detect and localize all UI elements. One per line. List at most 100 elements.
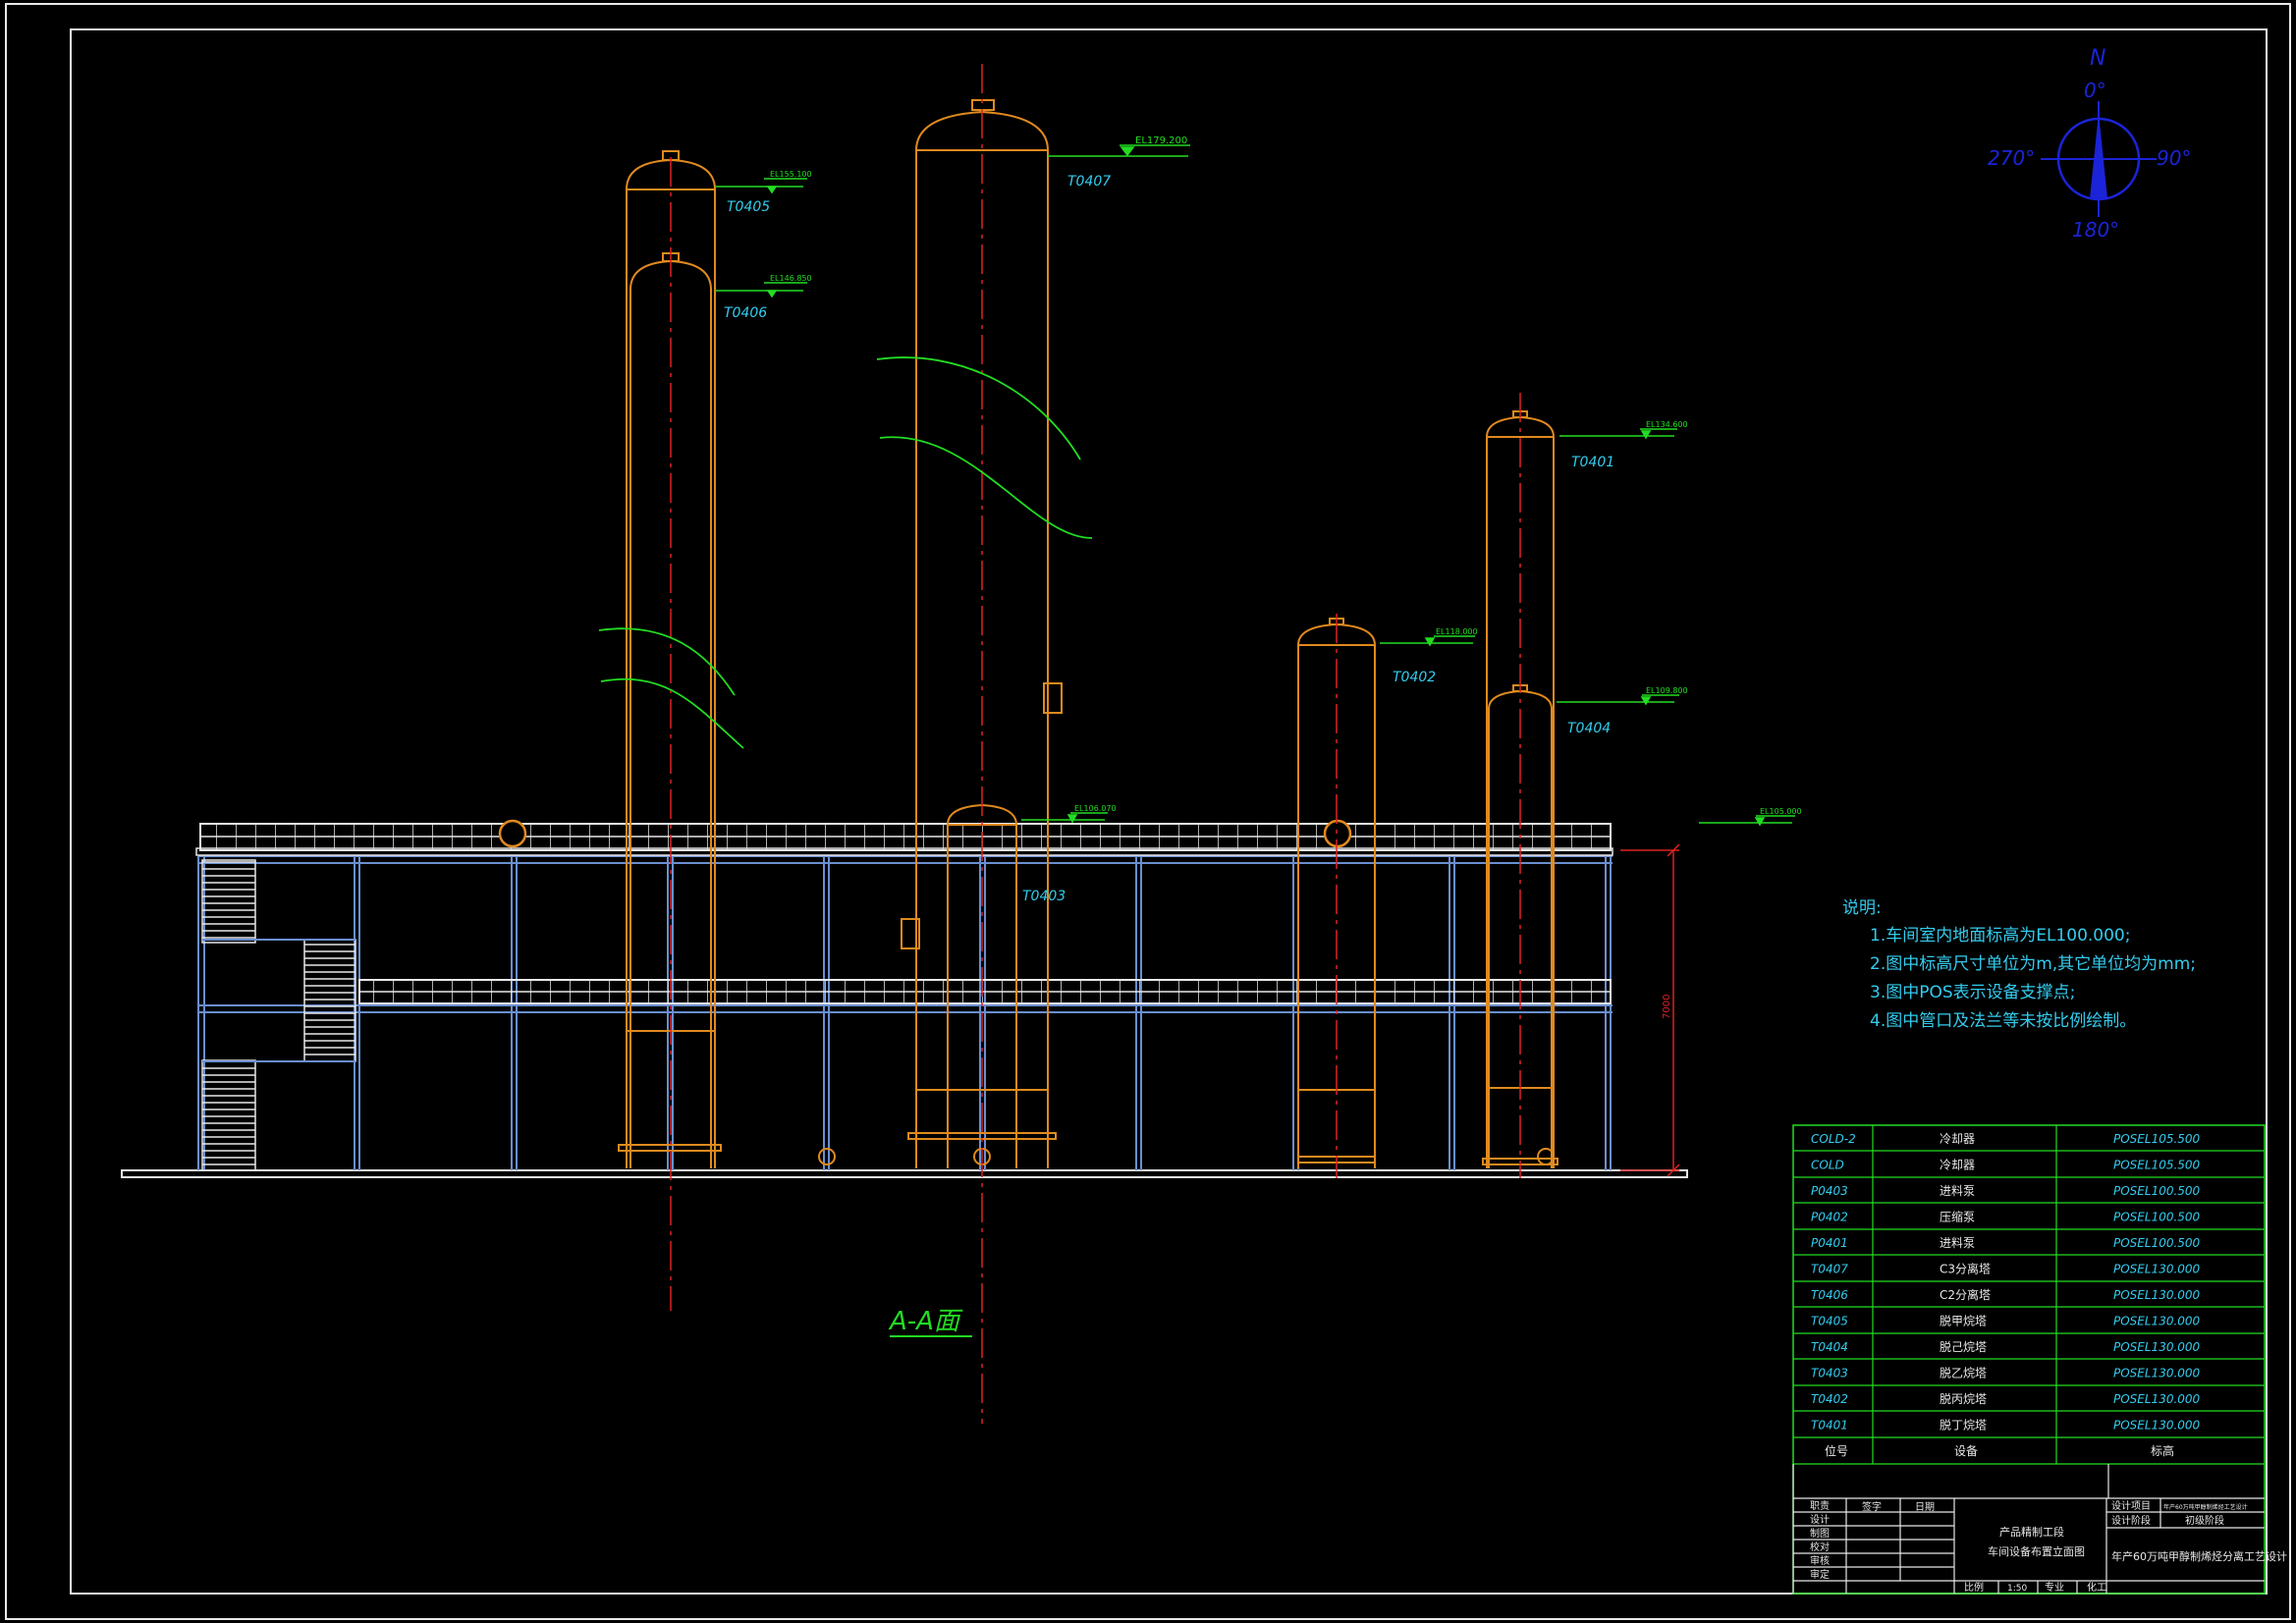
project-label: 设计项目	[2111, 1499, 2151, 1512]
eq-row-name: 脱丙烷塔	[1940, 1391, 1987, 1406]
scale-value: 1:50	[2007, 1584, 2027, 1594]
table-header-pos: 标高	[2151, 1443, 2174, 1458]
eq-row-pos: POSEL105.500	[2113, 1159, 2201, 1172]
note-4: 4.图中管口及法兰等未按比例绘制。	[1870, 1011, 2136, 1031]
ground-slab	[121, 1169, 1688, 1178]
el-t0405: EL155.100	[770, 170, 812, 179]
eq-row-pos: POSEL105.500	[2113, 1132, 2201, 1146]
tag-t0401: T0401	[1571, 455, 1614, 470]
eq-row-pos: POSEL130.000	[2113, 1315, 2201, 1328]
eq-row-name: 冷却器	[1940, 1132, 1975, 1146]
eq-row-name: C3分离塔	[1940, 1262, 1991, 1276]
inner-border	[70, 28, 2268, 1595]
tag-t0404: T0404	[1567, 721, 1611, 736]
project-title: 年产60万吨甲醇制烯烃分离工艺设计	[2111, 1549, 2287, 1563]
sign-header: 签字	[1862, 1500, 1882, 1513]
elevation-markers	[715, 144, 1795, 827]
tag-t0403: T0403	[1022, 889, 1066, 904]
project-value: 年产60万吨甲醇制烯烃工艺设计	[2163, 1503, 2248, 1511]
el-t0402: EL118.000	[1436, 627, 1478, 636]
eq-row-tag: T0402	[1811, 1392, 1848, 1406]
el-t0407: EL179.200	[1135, 135, 1187, 146]
eq-row-pos: POSEL130.000	[2113, 1392, 2201, 1406]
major-value: 化工	[2087, 1581, 2106, 1594]
eq-row-pos: POSEL130.000	[2113, 1367, 2201, 1380]
compass-180: 180°	[2072, 218, 2119, 242]
eq-row-pos: POSEL130.000	[2113, 1340, 2201, 1354]
title-block-role: 审定	[1810, 1568, 1830, 1581]
elevation-labels: EL155.100 EL146.850 EL179.200 EL134.600 …	[770, 135, 1802, 816]
scale-label: 比例	[1964, 1581, 1984, 1594]
note-1: 1.车间室内地面标高为EL100.000;	[1870, 926, 2130, 946]
title-block-role: 设计	[1810, 1513, 1830, 1526]
eq-row-name: 压缩泵	[1940, 1210, 1975, 1224]
eq-row-pos: POSEL100.500	[2113, 1184, 2201, 1198]
stage-label: 设计阶段	[2111, 1514, 2151, 1527]
compass-0: 0°	[2084, 79, 2106, 102]
table-header-name: 设备	[1954, 1444, 1978, 1458]
eq-row-name: 脱丁烷塔	[1940, 1418, 1987, 1433]
eq-row-pos: POSEL100.500	[2113, 1211, 2201, 1224]
eq-row-pos: POSEL130.000	[2113, 1288, 2201, 1302]
eq-row-tag: T0403	[1811, 1367, 1848, 1380]
tag-t0402: T0402	[1393, 670, 1436, 685]
title-block-role: 制图	[1810, 1527, 1830, 1540]
title-block-role: 校对	[1810, 1541, 1830, 1553]
drawing-name-1: 产品精制工段	[1999, 1525, 2064, 1539]
eq-row-pos: POSEL130.000	[2113, 1419, 2201, 1433]
el-t0401: EL134.600	[1646, 420, 1688, 429]
eq-row-name: 脱乙烷塔	[1940, 1366, 1987, 1380]
table-header-tag: 位号	[1825, 1443, 1848, 1458]
pump-p0401	[818, 1148, 836, 1165]
tag-t0406: T0406	[724, 305, 767, 321]
el-t0403: EL106.070	[1074, 804, 1117, 813]
eq-row-name: 脱己烷塔	[1940, 1339, 1987, 1354]
eq-row-name: C2分离塔	[1940, 1287, 1991, 1302]
compass-north: N	[2090, 46, 2105, 71]
eq-row-pos: POSEL100.500	[2113, 1236, 2201, 1250]
mid-railing	[358, 979, 1612, 1004]
break-lines	[598, 356, 1093, 749]
el-floor: EL105.000	[1760, 807, 1802, 816]
drawing-name-2: 车间设备布置立面图	[1988, 1544, 2085, 1558]
eq-row-tag: T0404	[1811, 1340, 1848, 1354]
manhole-left	[498, 819, 527, 848]
eq-row-tag: T0401	[1811, 1419, 1848, 1433]
notes: 说明: 1.车间室内地面标高为EL100.000; 2.图中标高尺寸单位为m,其…	[1842, 898, 2196, 1031]
el-t0406: EL146.850	[770, 274, 812, 283]
eq-row-tag: P0401	[1811, 1236, 1848, 1250]
eq-row-tag: T0406	[1811, 1288, 1848, 1302]
top-railing	[195, 823, 1613, 856]
compass-90: 90°	[2157, 146, 2191, 170]
vessel-tags: T0405 T0406 T0407 T0401 T0402 T0404 T040…	[724, 174, 1614, 904]
section-title: A-A面	[888, 1307, 963, 1336]
eq-row-tag: T0405	[1811, 1315, 1848, 1328]
stage-value: 初级阶段	[2185, 1514, 2224, 1527]
manhole-right	[1323, 819, 1352, 848]
height-dimension	[1620, 843, 1680, 1177]
eq-row-tag: COLD-2	[1811, 1132, 1856, 1146]
note-3: 3.图中POS表示设备支撑点;	[1870, 983, 2075, 1002]
height-dimension-label: 7000	[1662, 995, 1672, 1019]
centerlines	[670, 64, 1521, 1424]
eq-row-name: 进料泵	[1940, 1184, 1975, 1198]
north-arrow-icon	[2090, 113, 2107, 198]
date-header: 日期	[1915, 1501, 1935, 1513]
eq-row-tag: P0402	[1811, 1211, 1848, 1224]
north-compass: N 0° 90° 180° 270°	[1988, 46, 2191, 242]
eq-row-name: 进料泵	[1940, 1236, 1975, 1250]
pump-p0403	[1537, 1148, 1555, 1165]
eq-row-name: 冷却器	[1940, 1159, 1975, 1172]
tag-t0407: T0407	[1067, 174, 1111, 189]
tag-t0405: T0405	[727, 199, 770, 215]
outer-border	[5, 3, 2291, 1620]
notes-heading: 说明:	[1842, 898, 1882, 918]
major-label: 专业	[2045, 1581, 2064, 1594]
el-t0404: EL109.800	[1646, 686, 1688, 695]
compass-270: 270°	[1988, 146, 2035, 170]
eq-row-tag: P0403	[1811, 1184, 1848, 1198]
